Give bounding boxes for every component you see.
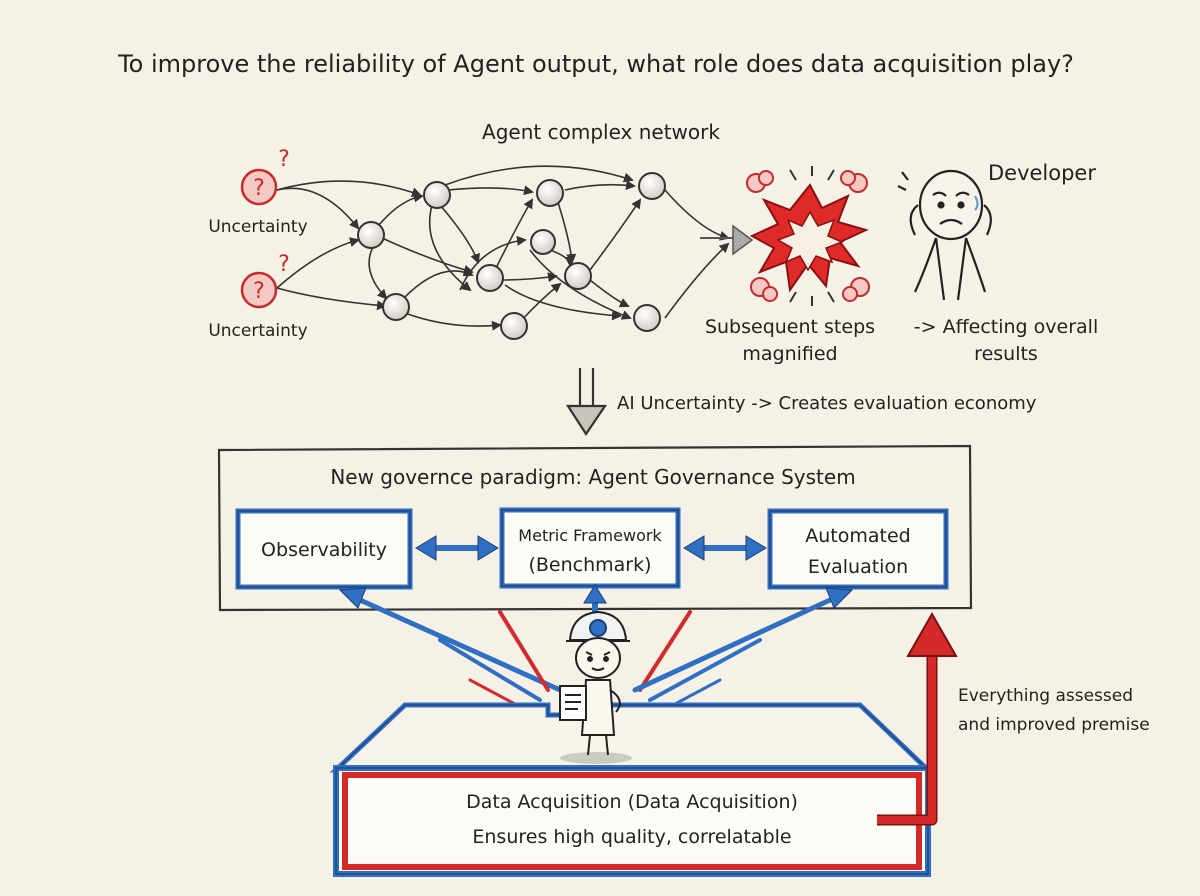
- agent-network: ? ? ? ?: [240, 147, 754, 340]
- feedback-arrow-icon: [877, 611, 958, 826]
- transition-label: AI Uncertainty -> Creates evaluation eco…: [617, 393, 1037, 414]
- network-nodes: [357, 172, 666, 340]
- network-label: Agent complex network: [482, 120, 720, 144]
- side-note-line2: and improved premise: [958, 715, 1150, 735]
- network-node: [564, 262, 592, 290]
- data-acquisition-label: Data Acquisition (Data Acquisition): [466, 791, 798, 813]
- network-node: [638, 172, 666, 200]
- question-icon: ? ?: [240, 252, 290, 309]
- uncertainty-label: Uncertainty: [208, 321, 307, 341]
- side-note-line1: Everything assessed: [958, 686, 1133, 706]
- question-glyph-small: ?: [278, 147, 290, 172]
- question-glyph: ?: [253, 279, 265, 304]
- network-output-arrowhead: [732, 224, 754, 256]
- network-node: [536, 179, 564, 207]
- network-node: [357, 221, 385, 249]
- worker-with-clipboard-icon: [559, 610, 632, 764]
- network-node: [530, 229, 556, 255]
- observability-box: [235, 508, 413, 590]
- data-acquisition-platform: [329, 702, 935, 877]
- down-arrow-icon: [565, 368, 608, 436]
- network-node: [500, 312, 528, 340]
- metric-framework-label: Metric Framework: [518, 526, 662, 545]
- observability-label: Observability: [261, 539, 387, 561]
- benchmark-label: (Benchmark): [528, 554, 651, 576]
- network-node: [382, 293, 410, 321]
- uncertainty-label: Uncertainty: [208, 217, 307, 237]
- question-glyph: ?: [253, 176, 265, 201]
- results-label: results: [974, 343, 1038, 365]
- page-title: To improve the reliability of Agent outp…: [117, 50, 1074, 78]
- network-node: [476, 264, 504, 292]
- explosion-icon: [746, 166, 870, 306]
- governance-title: New governce paradigm: Agent Governance …: [330, 465, 855, 489]
- question-glyph-small: ?: [278, 252, 290, 277]
- subsequent-steps-label: Subsequent steps: [705, 316, 875, 338]
- automated-label: Automated: [805, 525, 910, 547]
- high-quality-label: Ensures high quality, correlatable: [472, 826, 791, 848]
- magnified-label: magnified: [742, 343, 837, 365]
- question-icon: ? ?: [240, 147, 290, 206]
- network-node: [633, 304, 661, 332]
- worried-developer-icon: [897, 169, 992, 301]
- governance-system-box: [217, 444, 973, 612]
- affecting-label: -> Affecting overall: [914, 316, 1098, 338]
- evaluation-label: Evaluation: [808, 556, 908, 578]
- developer-label: Developer: [988, 161, 1096, 185]
- network-edges: [276, 165, 730, 331]
- network-node: [423, 181, 451, 209]
